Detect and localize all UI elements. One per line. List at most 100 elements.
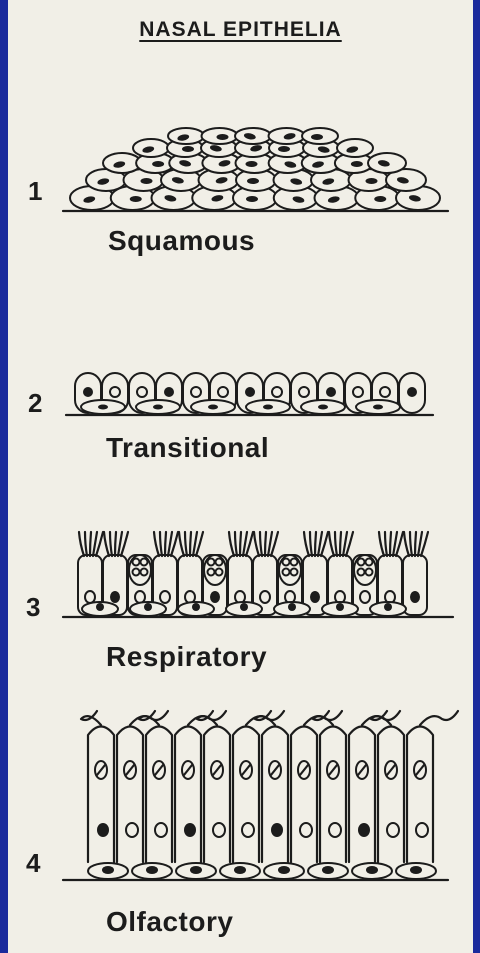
mucus-granule xyxy=(291,569,298,576)
mucus-granule xyxy=(216,559,223,566)
receptor-nucleus xyxy=(184,823,196,837)
olfactory-cilium xyxy=(420,711,458,725)
olfactory-cilium xyxy=(313,711,333,725)
cell-nucleus xyxy=(110,387,120,397)
mucus-granule xyxy=(358,559,365,566)
receptor-nucleus xyxy=(300,823,312,837)
cell-nucleus xyxy=(164,387,174,397)
respiratory-epithelium-drawing xyxy=(63,532,453,617)
cell-nucleus xyxy=(160,591,170,603)
receptor-nucleus xyxy=(387,823,399,837)
cilium xyxy=(260,532,262,556)
panel-number-3: 3 xyxy=(26,592,40,623)
cilium xyxy=(185,532,187,556)
cilium xyxy=(179,532,184,556)
cell-nucleus xyxy=(384,603,392,611)
cilium xyxy=(110,532,112,556)
epithelia-illustration xyxy=(8,0,473,953)
cilium xyxy=(160,532,162,556)
panel-number-4: 4 xyxy=(26,848,40,879)
cell-nucleus xyxy=(110,591,120,603)
panel-label-squamous: Squamous xyxy=(108,225,255,257)
cell-nucleus xyxy=(130,196,142,202)
panel-number-1: 1 xyxy=(28,176,42,207)
cell-nucleus xyxy=(218,387,228,397)
mucus-granule xyxy=(141,559,148,566)
supporting-cell xyxy=(146,727,172,863)
cilium xyxy=(104,532,109,556)
supporting-cell xyxy=(88,727,114,863)
cell-nucleus xyxy=(234,866,246,874)
cell-nucleus xyxy=(351,161,363,167)
cell-nucleus xyxy=(144,603,152,611)
cell-nucleus xyxy=(288,603,296,611)
cell-nucleus xyxy=(299,387,309,397)
mucus-granule xyxy=(208,559,215,566)
supporting-cell xyxy=(233,727,259,863)
cilium xyxy=(304,532,309,556)
supporting-cell xyxy=(349,727,375,863)
transitional-epithelium-drawing xyxy=(66,373,433,415)
mucus-granule xyxy=(358,569,365,576)
cell-nucleus xyxy=(407,387,417,397)
cilium xyxy=(90,532,91,556)
receptor-nucleus xyxy=(416,823,428,837)
olfactory-cilium xyxy=(81,711,101,725)
receptor-nucleus xyxy=(329,823,341,837)
cell-nucleus xyxy=(102,866,114,874)
receptor-nucleus xyxy=(155,823,167,837)
panel-number-2: 2 xyxy=(28,388,42,419)
cell-nucleus xyxy=(310,591,320,603)
supporting-cell xyxy=(117,727,143,863)
mucus-granule xyxy=(133,559,140,566)
cell-nucleus xyxy=(410,866,422,874)
olfactory-cilium xyxy=(371,711,391,725)
cell-nucleus xyxy=(146,866,158,874)
cilium xyxy=(310,532,312,556)
cell-nucleus xyxy=(366,866,378,874)
cell-nucleus xyxy=(152,161,164,167)
cell-nucleus xyxy=(192,603,200,611)
cell-nucleus xyxy=(272,387,282,397)
panel-label-olfactory: Olfactory xyxy=(106,906,233,938)
supporting-cell xyxy=(378,727,404,863)
mucus-granule xyxy=(141,569,148,576)
receptor-nucleus xyxy=(358,823,370,837)
mucus-granule xyxy=(366,559,373,566)
squamous-epithelium-drawing xyxy=(63,128,448,211)
cell-nucleus xyxy=(278,146,290,152)
cell-nucleus xyxy=(278,866,290,874)
cell-nucleus xyxy=(410,591,420,603)
cell-nucleus xyxy=(98,405,108,410)
supporting-cell xyxy=(407,727,433,863)
cell-nucleus xyxy=(190,866,202,874)
cell-nucleus xyxy=(141,178,153,184)
cell-nucleus xyxy=(182,146,194,152)
cell-nucleus xyxy=(318,405,328,410)
mucus-granule xyxy=(283,569,290,576)
supporting-cell xyxy=(204,727,230,863)
cell-nucleus xyxy=(260,591,270,603)
panel-label-transitional: Transitional xyxy=(106,432,269,464)
cilium xyxy=(79,532,84,556)
cilium xyxy=(254,532,259,556)
cilium xyxy=(410,532,412,556)
cilium xyxy=(154,532,159,556)
cilium xyxy=(265,532,266,556)
supporting-cell xyxy=(175,727,201,863)
cell-nucleus xyxy=(217,134,229,140)
supporting-cell xyxy=(320,727,346,863)
cell-nucleus xyxy=(360,591,370,603)
cell-nucleus xyxy=(96,603,104,611)
cell-nucleus xyxy=(336,603,344,611)
cilium xyxy=(229,532,234,556)
cilium xyxy=(190,532,191,556)
cilium xyxy=(115,532,116,556)
cell-nucleus xyxy=(137,387,147,397)
cell-nucleus xyxy=(210,591,220,603)
cell-nucleus xyxy=(246,161,258,167)
cilium xyxy=(385,532,387,556)
cell-nucleus xyxy=(247,178,259,184)
olfactory-cilium xyxy=(255,711,275,725)
mucus-granule xyxy=(283,559,290,566)
